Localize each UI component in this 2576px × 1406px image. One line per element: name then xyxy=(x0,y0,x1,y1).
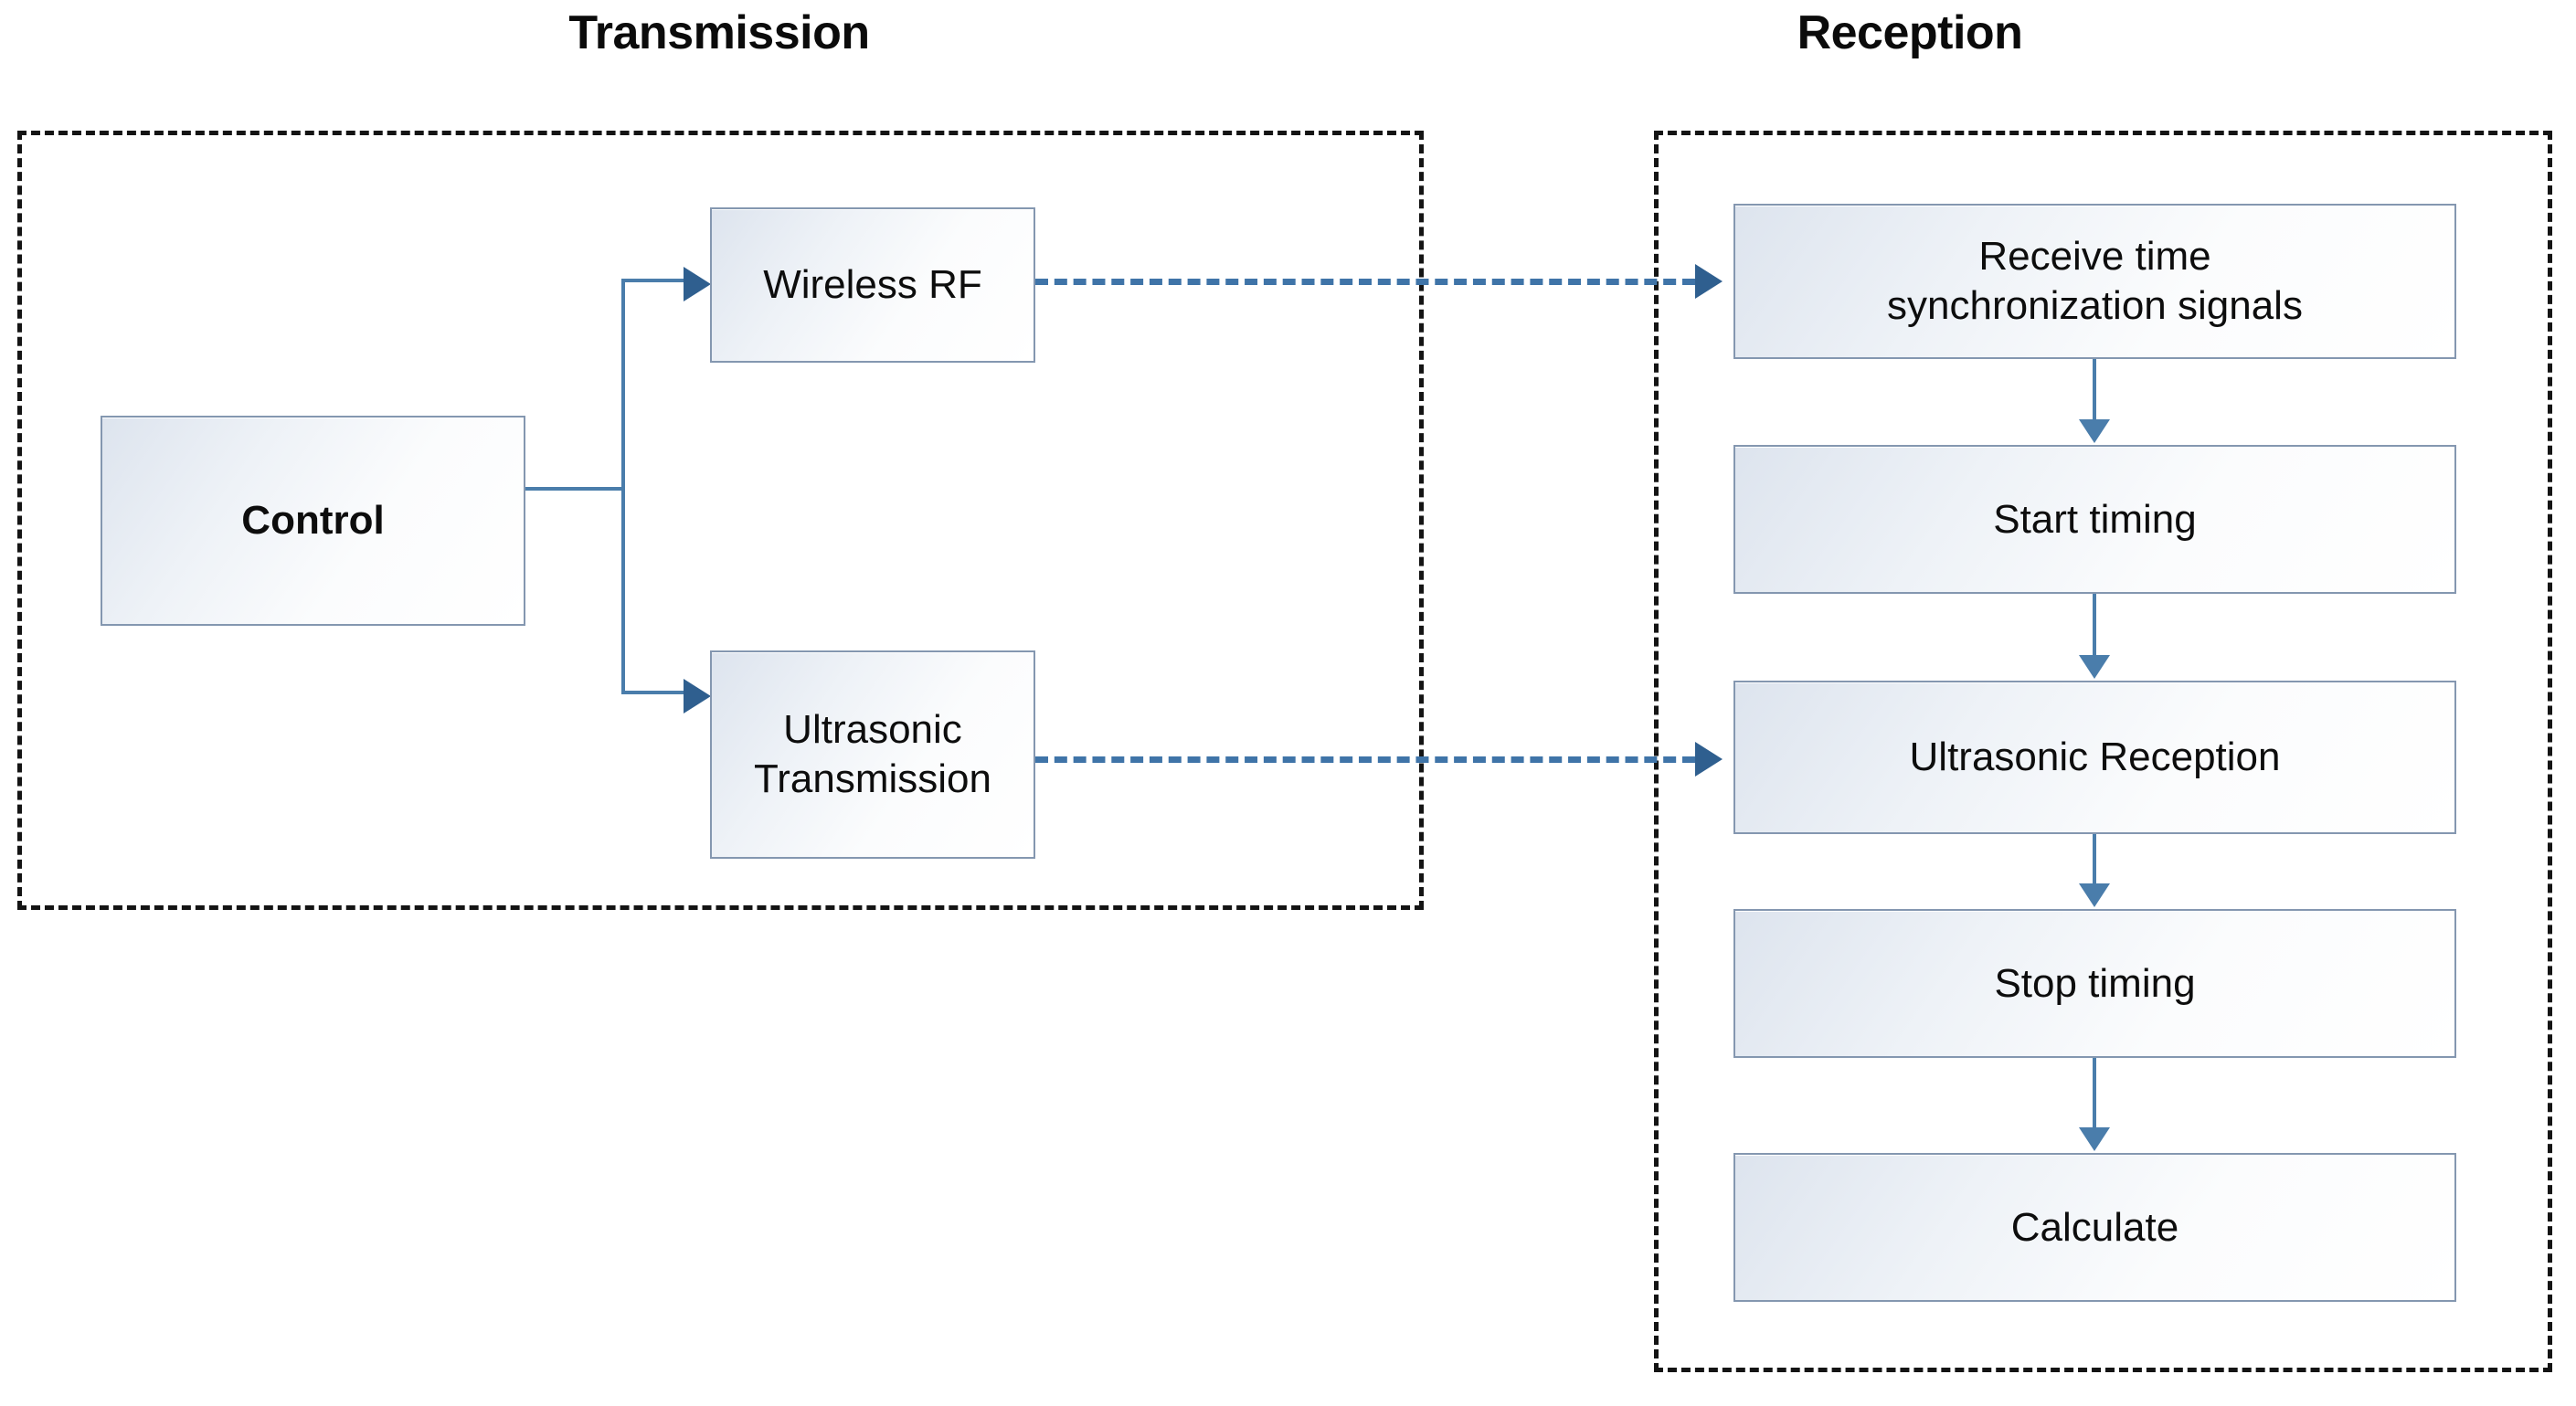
node-calculate-label: Calculate xyxy=(2010,1204,2179,1250)
node-wireless-rf[interactable]: Wireless RF xyxy=(710,207,1035,363)
edge-control-to-junction xyxy=(525,487,625,491)
arrowhead-to-ultrasonic-reception xyxy=(1695,742,1723,777)
arrowhead-to-calculate xyxy=(2079,1127,2110,1151)
arrowhead-to-ultrasonic-transmission xyxy=(684,679,711,714)
edge-stop-timing-to-calculate xyxy=(2093,1058,2096,1129)
arrowhead-to-wireless-rf xyxy=(684,267,711,301)
node-calculate[interactable]: Calculate xyxy=(1733,1153,2456,1302)
arrowhead-to-receive-time-sync xyxy=(1695,264,1723,299)
node-start-timing[interactable]: Start timing xyxy=(1733,445,2456,594)
edge-start-timing-to-ultrasonic-reception xyxy=(2093,594,2096,657)
arrowhead-to-stop-timing xyxy=(2079,883,2110,907)
node-control[interactable]: Control xyxy=(101,416,525,626)
transmission-group-boundary xyxy=(17,131,1424,910)
edge-junction-to-ultrasonic-transmission xyxy=(621,691,685,694)
edge-ultrasonic-reception-to-stop-timing xyxy=(2093,834,2096,885)
arrowhead-to-ultrasonic-reception-vertical xyxy=(2079,655,2110,679)
node-start-timing-label: Start timing xyxy=(1993,496,2197,542)
node-wireless-rf-label: Wireless RF xyxy=(763,262,982,308)
reception-group-boundary xyxy=(1654,131,2552,1372)
arrowhead-to-start-timing xyxy=(2079,419,2110,443)
reception-section-title: Reception xyxy=(1797,6,2023,59)
node-ultrasonic-reception[interactable]: Ultrasonic Reception xyxy=(1733,681,2456,834)
node-stop-timing[interactable]: Stop timing xyxy=(1733,909,2456,1058)
node-receive-time-sync-label: Receive time synchronization signals xyxy=(1887,234,2303,328)
node-ultrasonic-reception-label: Ultrasonic Reception xyxy=(1909,735,2281,780)
edge-receive-time-sync-to-start-timing xyxy=(2093,359,2096,421)
transmission-section-title: Transmission xyxy=(568,6,870,59)
node-control-label: Control xyxy=(241,498,385,544)
edge-junction-to-wireless-rf xyxy=(621,279,685,282)
edge-wireless-rf-to-receive-time-sync xyxy=(1035,279,1695,285)
node-ultrasonic-transmission-label: Ultrasonic Transmission xyxy=(754,707,991,801)
edge-junction-spine xyxy=(621,279,625,694)
edge-ultrasonic-transmission-to-ultrasonic-reception xyxy=(1035,756,1695,763)
node-ultrasonic-transmission[interactable]: Ultrasonic Transmission xyxy=(710,650,1035,859)
node-receive-time-sync[interactable]: Receive time synchronization signals xyxy=(1733,204,2456,359)
node-stop-timing-label: Stop timing xyxy=(1994,960,2196,1006)
